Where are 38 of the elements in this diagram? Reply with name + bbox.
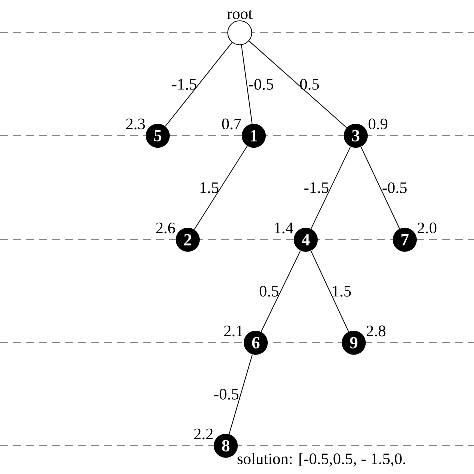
edge-label: -0.5	[382, 182, 407, 194]
tree-edge	[260, 250, 302, 332]
node-label: 2.1	[224, 326, 243, 337]
edge-label: 1.5	[200, 182, 219, 194]
tree-edge	[194, 146, 248, 230]
edge-label: 0.5	[300, 79, 320, 90]
numbered-node: 8 2.2	[194, 428, 238, 458]
tree-edge	[310, 146, 352, 230]
tree-edge	[360, 146, 400, 230]
node-label: 0.9	[368, 118, 388, 130]
numbered-node: 6 2.1	[224, 326, 268, 355]
node-label: 2.2	[194, 428, 213, 440]
numbered-node: 3 0.9	[344, 118, 388, 148]
numbered-node: 5 2.3	[126, 118, 170, 148]
tree-edge	[310, 250, 350, 332]
tree-edge	[165, 42, 233, 127]
node-label: 2.6	[156, 222, 176, 234]
edge-label: -0.5	[214, 389, 239, 400]
tree-edge	[248, 40, 348, 128]
solution-text: solution: [-0.5,0.5, - 1.5,0.	[238, 453, 406, 467]
tree-edge	[241, 44, 253, 124]
numbered-node: 9 2.8	[342, 326, 386, 355]
node-label: root	[227, 10, 253, 20]
numbered-node: 2 2.6	[156, 222, 200, 252]
tree-edge	[229, 354, 253, 435]
edge-label: 1.5	[333, 286, 352, 297]
node-label: 0.7	[222, 118, 242, 130]
numbered-node: 4 1.4	[275, 222, 318, 252]
node-label: 2.3	[126, 118, 146, 130]
node-label: 2.8	[366, 326, 386, 337]
numbered-node: 1 0.7	[222, 118, 266, 148]
edge-label: -1.5	[172, 79, 197, 90]
numbered-node: 7 2.0	[393, 222, 437, 252]
node-label: 1.4	[275, 222, 294, 234]
edge-label: -0.5	[249, 79, 274, 90]
edge-label: 0.5	[260, 286, 279, 297]
node-label: 2.0	[418, 222, 437, 234]
edge-label: -1.5	[304, 182, 329, 194]
